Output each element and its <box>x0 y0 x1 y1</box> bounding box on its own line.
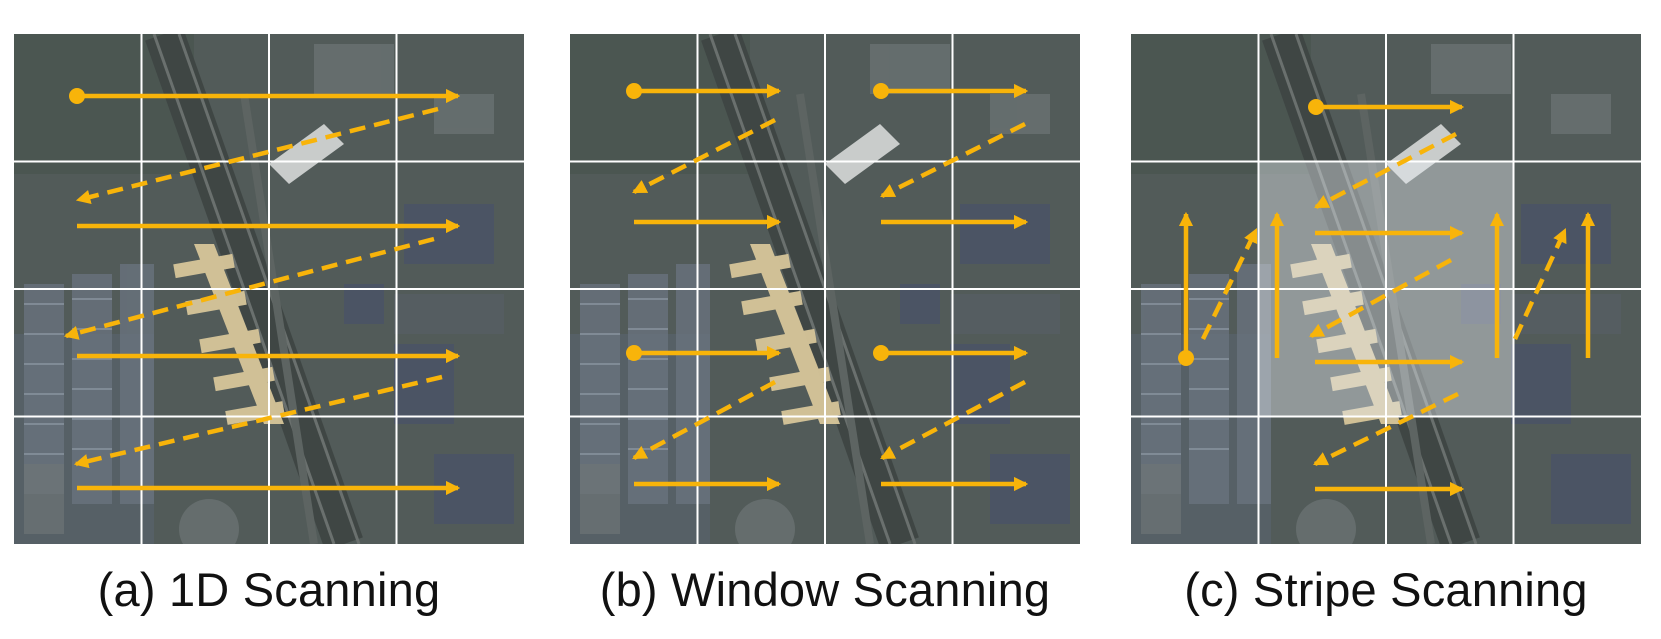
diagram-1d-scanning <box>14 34 524 544</box>
grid-lines <box>1131 34 1641 544</box>
caption-window-scanning: (b) Window Scanning <box>599 563 1051 616</box>
grid-lines <box>570 34 1080 544</box>
diagram-stripe-scanning <box>1131 34 1641 544</box>
scan-return-arrow <box>75 106 439 204</box>
diagram-window-scanning <box>570 34 1080 544</box>
scan-return-arrow <box>1512 228 1568 340</box>
scan-return-arrow <box>63 236 435 340</box>
scan-return-arrow <box>1314 132 1458 209</box>
scan-return-arrow <box>880 380 1027 460</box>
scan-return-arrow <box>632 117 777 195</box>
caption-stripe-scanning: (c) Stripe Scanning <box>1184 563 1588 616</box>
caption-1d-scanning: (a) 1D Scanning <box>97 563 441 616</box>
scan-return-arrow <box>880 121 1027 199</box>
panel-1d-scanning <box>14 34 524 544</box>
scan-return-arrow <box>73 374 443 469</box>
scan-return-arrow <box>1309 258 1453 338</box>
scan-return-arrow <box>1200 228 1259 340</box>
scan-return-arrow <box>632 380 777 460</box>
panel-window-scanning <box>570 34 1080 544</box>
panel-stripe-scanning <box>1131 34 1641 544</box>
scan-return-arrow <box>1313 391 1459 467</box>
